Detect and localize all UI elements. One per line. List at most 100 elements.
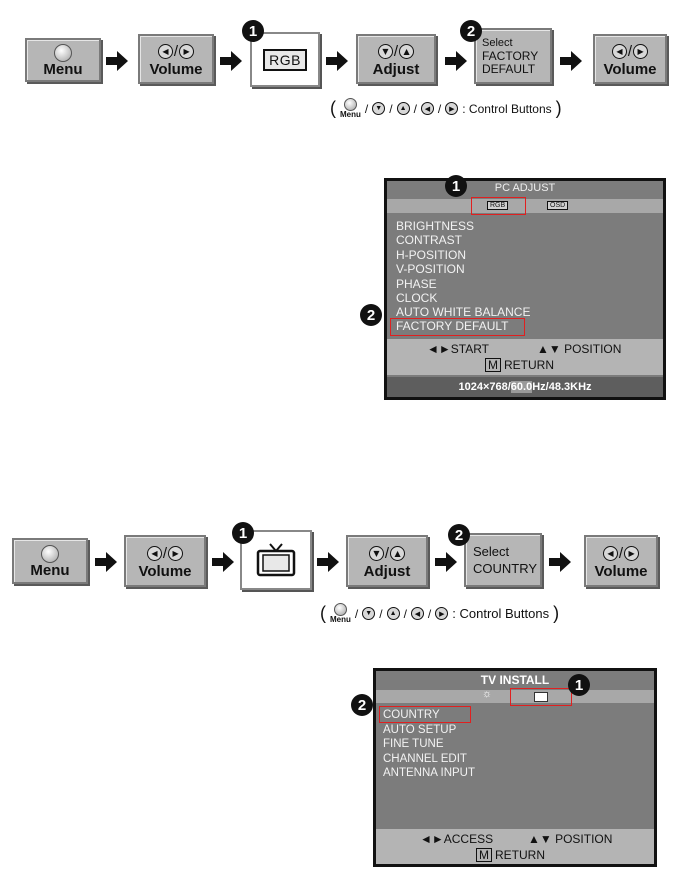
- hint-position: ▲▼ POSITION: [537, 342, 622, 356]
- up-icon: ▲: [390, 546, 406, 561]
- right-arrow-icon: [317, 552, 339, 572]
- volume-button-label: Volume: [594, 562, 648, 580]
- step-1-badge: 1: [242, 20, 264, 42]
- resolution-status: 1024×768/60.0Hz/48.3KHz: [387, 377, 663, 397]
- factory-default-highlight: [390, 318, 525, 336]
- step-2-badge: 2: [351, 694, 373, 716]
- adjust-button[interactable]: ▼ / ▲ Adjust: [356, 34, 436, 84]
- left-icon: ◀: [410, 607, 424, 620]
- control-buttons-legend: ( Menu / ▼ / ▲ / ◀ / ▶ : Control Buttons…: [330, 98, 562, 119]
- flow-tv-country: Menu ◀ / ▶ Volume 1 ▼ / ▲ Adjust Select …: [0, 522, 678, 602]
- menu-item-auto-setup[interactable]: AUTO SETUP: [383, 723, 457, 736]
- selected-tab-highlight: [510, 688, 572, 706]
- left-icon: ◀: [157, 44, 173, 59]
- control-buttons-legend: ( Menu / ▼ / ▲ / ◀ / ▶ : Control Buttons…: [320, 603, 560, 624]
- tab-rgb[interactable]: RGB: [487, 201, 509, 210]
- volume-button-label: Volume: [138, 562, 192, 580]
- sun-icon[interactable]: ☼: [482, 688, 493, 700]
- up-icon: ▲: [396, 102, 410, 115]
- pc-adjust-osd: PC ADJUST RGB OSD BRIGHTNESS CONTRAST H-…: [384, 178, 666, 400]
- osd-menu-list: COUNTRY AUTO SETUP FINE TUNE CHANNEL EDI…: [383, 708, 475, 781]
- menu-item-country[interactable]: COUNTRY: [383, 709, 440, 721]
- osd-title: PC ADJUST: [494, 182, 556, 194]
- country-highlight: [379, 706, 471, 723]
- tv-install-osd: TV INSTALL ☼ COUNTRY AUTO SETUP FINE TUN…: [373, 668, 657, 867]
- menu-small-icon: Menu: [330, 603, 351, 624]
- down-up-icons: ▼ / ▲: [377, 42, 415, 62]
- adjust-button[interactable]: ▼ / ▲ Adjust: [346, 535, 428, 587]
- down-icon: ▼: [362, 607, 376, 620]
- right-icon: ▶: [435, 607, 449, 620]
- tv-source-box[interactable]: [240, 530, 312, 590]
- factory-text: FACTORY: [482, 48, 539, 63]
- menu-button-label: Menu: [43, 60, 83, 78]
- left-right-icons: ◀ / ▶: [602, 544, 640, 564]
- select-country-box[interactable]: Select COUNTRY: [464, 533, 542, 587]
- down-icon: ▼: [377, 44, 393, 59]
- country-text: COUNTRY: [473, 561, 538, 576]
- menu-item-antenna-input[interactable]: ANTENNA INPUT: [383, 767, 476, 779]
- right-icon: ▶: [633, 44, 649, 59]
- menu-knob-icon: [41, 544, 59, 563]
- volume-button[interactable]: ◀ / ▶ Volume: [138, 34, 214, 84]
- right-icon: ▶: [179, 44, 195, 59]
- select-text: Select: [482, 36, 513, 49]
- step-2-badge: 2: [360, 304, 382, 326]
- step-1-badge: 1: [232, 522, 254, 544]
- rgb-label: RGB: [263, 48, 307, 71]
- up-icon: ▲: [386, 607, 400, 620]
- menu-item-clock[interactable]: CLOCK: [396, 291, 438, 306]
- legend-text: : Control Buttons: [452, 606, 550, 621]
- osd-title: TV INSTALL: [480, 673, 550, 687]
- volume-button-2[interactable]: ◀ / ▶ Volume: [593, 34, 667, 84]
- left-right-icons: ◀ / ▶: [146, 544, 184, 564]
- left-icon: ◀: [146, 546, 162, 561]
- step-2-badge: 2: [460, 20, 482, 42]
- menu-knob-icon: [54, 43, 72, 62]
- menu-item-fine-tune[interactable]: FINE TUNE: [383, 738, 444, 750]
- tv-tab-icon[interactable]: [534, 692, 548, 702]
- menu-item-v-position[interactable]: V-POSITION: [396, 262, 465, 277]
- menu-small-icon: Menu: [340, 98, 361, 119]
- m-key: M: [476, 848, 492, 862]
- menu-button[interactable]: Menu: [12, 538, 88, 584]
- up-icon: ▲: [399, 44, 415, 59]
- flow-pc-factory-default: Menu ◀ / ▶ Volume RGB 1 ▼ / ▲ Adjust Sel…: [0, 20, 678, 100]
- volume-button-2[interactable]: ◀ / ▶ Volume: [584, 535, 658, 587]
- menu-item-contrast[interactable]: CONTRAST: [396, 233, 462, 248]
- select-factory-default-box[interactable]: Select FACTORY DEFAULT: [474, 28, 552, 84]
- hint-position: ▲▼ POSITION: [528, 832, 613, 846]
- right-arrow-icon: [445, 51, 467, 71]
- menu-item-factory-default[interactable]: FACTORY DEFAULT: [396, 319, 509, 334]
- right-arrow-icon: [220, 51, 242, 71]
- hint-access: ◄►ACCESS: [420, 832, 494, 846]
- right-arrow-icon: [435, 552, 457, 572]
- left-right-icons: ◀ / ▶: [611, 42, 649, 62]
- volume-button[interactable]: ◀ / ▶ Volume: [124, 535, 206, 587]
- left-icon: ◀: [602, 546, 618, 561]
- selected-tab-highlight: [471, 197, 526, 215]
- menu-item-h-position[interactable]: H-POSITION: [396, 247, 467, 262]
- right-arrow-icon: [106, 51, 128, 71]
- rgb-source-box[interactable]: RGB: [250, 32, 320, 87]
- down-up-icons: ▼ / ▲: [368, 544, 406, 564]
- menu-button[interactable]: Menu: [25, 38, 101, 82]
- legend-text: : Control Buttons: [462, 101, 552, 116]
- select-text: Select: [473, 544, 510, 559]
- menu-item-channel-edit[interactable]: CHANNEL EDIT: [383, 752, 467, 765]
- menu-item-phase[interactable]: PHASE: [396, 276, 437, 291]
- right-arrow-icon: [549, 552, 571, 572]
- menu-item-brightness[interactable]: BRIGHTNESS: [396, 219, 475, 233]
- left-icon: ◀: [420, 102, 434, 115]
- right-icon: ▶: [445, 102, 459, 115]
- menu-item-auto-white-balance[interactable]: AUTO WHITE BALANCE: [396, 305, 531, 318]
- menu-button-label: Menu: [30, 561, 70, 579]
- m-key: M: [485, 358, 501, 372]
- osd-menu-list: BRIGHTNESS CONTRAST H-POSITION V-POSITIO…: [396, 219, 530, 334]
- tab-osd[interactable]: OSD: [547, 201, 569, 210]
- right-icon: ▶: [168, 546, 184, 561]
